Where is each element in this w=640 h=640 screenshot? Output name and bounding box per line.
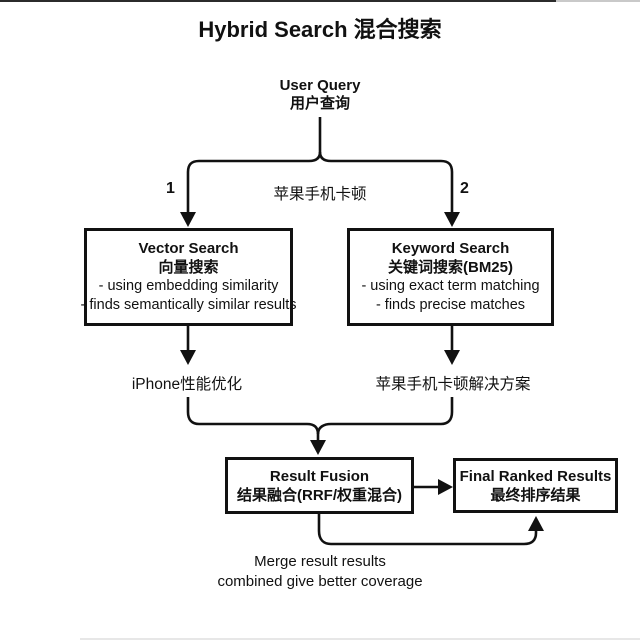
keyword-search-label-zh: 关键词搜索(BM25) <box>387 259 513 276</box>
final-results-label-en: Final Ranked Results <box>459 467 612 485</box>
connector-merge-left <box>186 397 320 440</box>
arrowhead-branch-left <box>180 212 196 227</box>
vector-search-label-zh: 向量搜索 <box>158 259 219 276</box>
arrowhead-feedback-loop <box>528 516 544 531</box>
node-result-fusion: Result Fusion 结果融合(RRF/权重混合) <box>225 457 414 514</box>
user-query-label-zh: 用户查询 <box>289 95 350 112</box>
connector-merge-right <box>316 397 454 435</box>
caption-line-1: Merge result results <box>254 553 386 570</box>
top-edge-artifact <box>0 0 556 2</box>
node-keyword-search: Keyword Search 关键词搜索(BM25) - using exact… <box>347 228 554 326</box>
keyword-search-point-1: - using exact term matching <box>361 278 540 294</box>
arrowhead-vector-out <box>180 350 196 365</box>
user-query-label-en: User Query <box>279 77 361 94</box>
connector-branch-right <box>318 151 454 212</box>
arrowhead-branch-right <box>444 212 460 227</box>
node-vector-search: Vector Search 向量搜索 - using embedding sim… <box>81 228 296 326</box>
branch-label-1: 1 <box>166 180 175 197</box>
branch-label-2: 2 <box>460 180 469 197</box>
vector-result-text: iPhone性能优化 <box>131 376 243 393</box>
vector-search-label-en: Vector Search <box>138 240 239 257</box>
bottom-edge-artifact <box>80 638 640 640</box>
node-final-results: Final Ranked Results 最终排序结果 <box>453 458 618 513</box>
diagram-title: Hybrid Search 混合搜索 <box>198 17 442 42</box>
result-fusion-label-en: Result Fusion <box>269 467 370 485</box>
arrowhead-fusion-to-final <box>438 479 453 495</box>
result-fusion-label-zh: 结果融合(RRF/权重混合) <box>237 486 402 504</box>
vector-search-point-2: - finds semantically similar results <box>80 297 297 313</box>
vector-search-point-1: - using embedding similarity <box>98 278 279 294</box>
arrowhead-keyword-out <box>444 350 460 365</box>
node-user-query: User Query 用户查询 <box>0 77 640 113</box>
connector-branch-left <box>186 151 322 212</box>
connector-feedback-loop <box>317 514 538 546</box>
caption: Merge result results combined give bette… <box>0 552 640 591</box>
keyword-search-point-2: - finds precise matches <box>375 297 526 313</box>
query-example-text: 苹果手机卡顿 <box>273 186 367 203</box>
keyword-search-label-en: Keyword Search <box>391 240 510 257</box>
keyword-result-text: 苹果手机卡顿解决方案 <box>375 376 531 393</box>
caption-line-2: combined give better coverage <box>217 572 423 590</box>
top-edge-artifact-light <box>556 0 640 2</box>
final-results-label-zh: 最终排序结果 <box>490 486 581 504</box>
arrowhead-merge <box>310 440 326 455</box>
